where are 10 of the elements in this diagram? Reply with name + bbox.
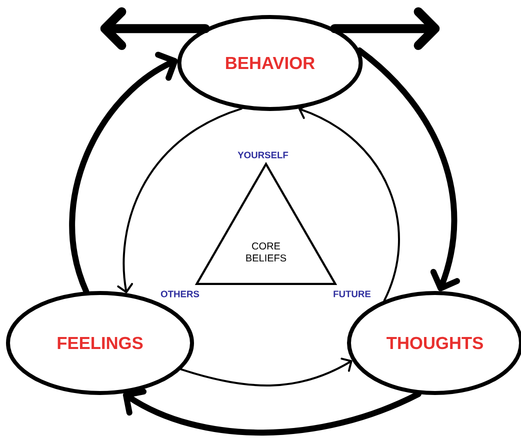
ellipse-node: BEHAVIOR — [177, 15, 363, 111]
arrow — [69, 52, 178, 295]
arrow — [122, 388, 422, 436]
corner-label: OTHERS — [160, 290, 200, 298]
arrow — [117, 108, 242, 294]
arrow — [356, 47, 460, 292]
arrow — [330, 7, 440, 50]
arrow — [100, 7, 210, 50]
arrow — [180, 358, 352, 386]
corner-label: FUTURE — [334, 290, 371, 298]
